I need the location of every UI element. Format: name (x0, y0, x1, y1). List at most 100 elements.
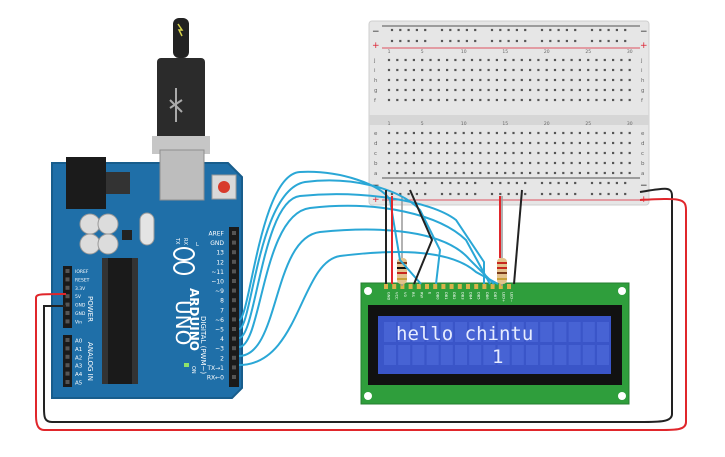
rail-hole[interactable] (515, 192, 518, 196)
rail-hole[interactable] (457, 39, 460, 43)
breadboard-hole[interactable] (537, 78, 540, 82)
breadboard-hole[interactable] (562, 131, 565, 135)
power-pin-socket[interactable] (65, 269, 70, 273)
breadboard-hole[interactable] (628, 88, 631, 92)
breadboard-hole[interactable] (628, 161, 631, 165)
breadboard-hole[interactable] (545, 98, 548, 102)
breadboard-hole[interactable] (545, 68, 548, 72)
rail-hole[interactable] (474, 192, 477, 196)
breadboard-hole[interactable] (628, 98, 631, 102)
breadboard-hole[interactable] (587, 88, 590, 92)
breadboard-hole[interactable] (603, 131, 606, 135)
breadboard-hole[interactable] (587, 151, 590, 155)
breadboard-hole[interactable] (487, 58, 490, 62)
analog-pin-socket[interactable] (65, 354, 70, 359)
breadboard-hole[interactable] (412, 131, 415, 135)
breadboard-hole[interactable] (612, 141, 615, 145)
breadboard-hole[interactable] (421, 98, 424, 102)
breadboard-hole[interactable] (387, 88, 391, 92)
breadboard-hole[interactable] (396, 88, 399, 92)
breadboard-hole[interactable] (504, 171, 507, 175)
breadboard-hole[interactable] (470, 58, 474, 62)
rail-hole[interactable] (407, 181, 410, 185)
breadboard-hole[interactable] (537, 68, 540, 72)
breadboard-hole[interactable] (454, 141, 457, 145)
breadboard-hole[interactable] (387, 78, 391, 82)
breadboard-hole[interactable] (454, 131, 457, 135)
rail-hole[interactable] (440, 192, 444, 196)
breadboard-hole[interactable] (470, 98, 474, 102)
breadboard-hole[interactable] (587, 78, 590, 82)
breadboard-hole[interactable] (396, 171, 399, 175)
rail-hole[interactable] (574, 181, 577, 185)
breadboard-hole[interactable] (487, 141, 490, 145)
rail-hole[interactable] (399, 39, 402, 43)
wire-black-gnd-main[interactable] (43, 187, 673, 423)
rail-hole[interactable] (399, 28, 402, 32)
breadboard-hole[interactable] (504, 131, 507, 135)
breadboard-hole[interactable] (520, 161, 523, 165)
breadboard-hole[interactable] (545, 88, 548, 92)
power-pin-socket[interactable] (65, 319, 70, 324)
breadboard-hole[interactable] (529, 171, 532, 175)
breadboard-hole[interactable] (628, 58, 631, 62)
rail-hole[interactable] (474, 181, 477, 185)
breadboard-hole[interactable] (387, 131, 391, 135)
breadboard-hole[interactable] (437, 78, 440, 82)
breadboard-hole[interactable] (437, 88, 440, 92)
breadboard-hole[interactable] (396, 78, 399, 82)
rail-hole[interactable] (565, 181, 568, 185)
breadboard-hole[interactable] (553, 161, 557, 165)
rail-hole[interactable] (499, 28, 502, 32)
breadboard-hole[interactable] (495, 78, 498, 82)
breadboard-hole[interactable] (545, 161, 548, 165)
rail-hole[interactable] (490, 181, 494, 185)
breadboard-hole[interactable] (429, 141, 432, 145)
rail-hole[interactable] (549, 39, 552, 43)
digital-pin-socket[interactable] (232, 288, 236, 293)
breadboard-hole[interactable] (387, 58, 391, 62)
breadboard-hole[interactable] (462, 161, 465, 165)
breadboard-hole[interactable] (396, 58, 399, 62)
rail-hole[interactable] (549, 192, 552, 196)
breadboard-hole[interactable] (412, 78, 415, 82)
breadboard-hole[interactable] (537, 58, 540, 62)
breadboard-hole[interactable] (562, 68, 565, 72)
breadboard-hole[interactable] (595, 161, 598, 165)
rail-hole[interactable] (390, 28, 394, 32)
digital-pin-socket[interactable] (232, 346, 236, 351)
breadboard-hole[interactable] (487, 161, 490, 165)
rail-hole[interactable] (449, 181, 452, 185)
rail-hole[interactable] (449, 192, 452, 196)
breadboard-hole[interactable] (628, 171, 631, 175)
breadboard-hole[interactable] (512, 58, 515, 62)
breadboard-hole[interactable] (421, 68, 424, 72)
breadboard-hole[interactable] (446, 58, 449, 62)
breadboard-hole[interactable] (412, 88, 415, 92)
rail-hole[interactable] (399, 192, 402, 196)
breadboard-hole[interactable] (562, 171, 565, 175)
breadboard-hole[interactable] (487, 78, 490, 82)
breadboard-hole[interactable] (412, 151, 415, 155)
breadboard-hole[interactable] (603, 58, 606, 62)
breadboard-hole[interactable] (520, 171, 523, 175)
breadboard-hole[interactable] (479, 161, 482, 165)
analog-pin-socket[interactable] (65, 363, 70, 368)
breadboard-hole[interactable] (628, 151, 631, 155)
breadboard-hole[interactable] (504, 151, 507, 155)
rail-hole[interactable] (515, 39, 518, 43)
rail-hole[interactable] (474, 39, 477, 43)
breadboard-hole[interactable] (396, 68, 399, 72)
breadboard-hole[interactable] (454, 88, 457, 92)
breadboard-hole[interactable] (620, 68, 623, 72)
rail-hole[interactable] (465, 28, 468, 32)
breadboard-hole[interactable] (603, 78, 606, 82)
breadboard-hole[interactable] (429, 58, 432, 62)
breadboard-hole[interactable] (628, 131, 631, 135)
breadboard-hole[interactable] (512, 98, 515, 102)
digital-pin-socket[interactable] (232, 365, 236, 370)
wire-blue-db4[interactable] (238, 193, 485, 339)
rail-hole[interactable] (515, 28, 518, 32)
rail-hole[interactable] (399, 181, 402, 185)
power-pin-socket[interactable] (65, 285, 70, 290)
